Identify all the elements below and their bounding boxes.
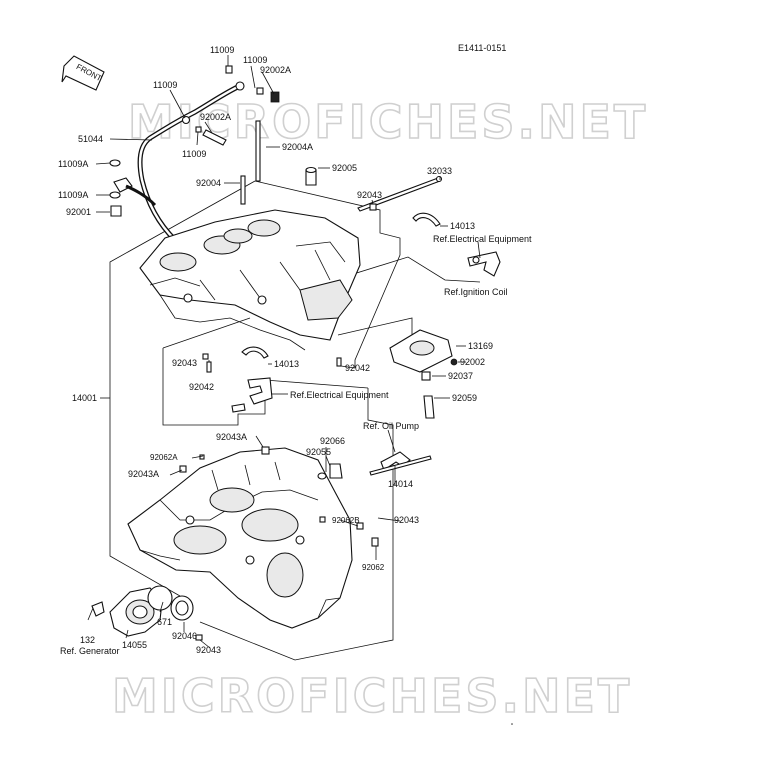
label-ref-oil-pump: Ref. Oil Pump: [363, 421, 419, 431]
leader-lines: [87, 55, 481, 649]
label-92043-right: 92043: [394, 515, 419, 525]
label-14001: 14001: [72, 393, 97, 403]
speck: [511, 723, 513, 725]
label-ref-electrical-mid: Ref.Electrical Equipment: [290, 390, 389, 400]
label-11009-c: 11009: [153, 80, 177, 90]
label-92046: 92046: [172, 631, 197, 641]
label-92042-left: 92042: [189, 382, 214, 392]
label-92043A-top: 92043A: [216, 432, 247, 442]
label-ref-electrical-top: Ref.Electrical Equipment: [433, 234, 532, 244]
label-92043-bottom: 92043: [196, 645, 221, 655]
label-32033: 32033: [427, 166, 452, 176]
mid-hardware: [202, 346, 342, 413]
label-11009-d: 11009: [182, 149, 206, 159]
label-92001: 92001: [66, 207, 91, 217]
label-14013-mid: 14013: [274, 359, 299, 369]
lower-hardware: [179, 446, 432, 641]
label-51044: 51044: [78, 134, 103, 144]
label-ref-ignition-coil: Ref.Ignition Coil: [444, 287, 508, 297]
label-11009A-b: 11009A: [58, 190, 88, 200]
ignition-coil-bracket: [467, 251, 501, 277]
label-671: 671: [157, 617, 172, 627]
label-92004: 92004: [196, 178, 221, 188]
label-92002: 92002: [460, 357, 485, 367]
lower-crankcase: [127, 447, 353, 629]
front-arrow: FRONT: [61, 55, 105, 91]
label-92037: 92037: [448, 371, 473, 381]
drawing-code: E1411-0151: [458, 43, 506, 53]
label-14013-top: 14013: [450, 221, 475, 231]
label-92062: 92062: [362, 563, 385, 572]
label-11009-b: 11009: [243, 55, 267, 65]
label-92059: 92059: [452, 393, 477, 403]
label-92042-right: 92042: [345, 363, 370, 373]
generator-housing-14055: [91, 585, 194, 637]
studs: [240, 120, 317, 205]
bolt-32033: [357, 175, 443, 212]
label-11009-a: 11009: [210, 45, 234, 55]
label-14055: 14055: [122, 640, 147, 650]
label-92004A: 92004A: [282, 142, 313, 152]
oil-hose-51044: [113, 81, 245, 242]
label-132: 132: [80, 635, 95, 645]
label-92043-mid: 92043: [172, 358, 197, 368]
clamp-14013-top: [412, 212, 441, 227]
dowel-92043-top: [369, 203, 377, 211]
label-92043-top: 92043: [357, 190, 382, 200]
part-labels: 11009 11009 92002A 11009 92002A 51044 11…: [58, 45, 532, 656]
label-11009A-a: 11009A: [58, 159, 88, 169]
label-92002A-b: 92002A: [200, 112, 231, 122]
hose-hardware: [109, 65, 280, 217]
label-92062A: 92062A: [150, 453, 178, 462]
breather-cover-13169: [389, 329, 458, 419]
watermark-bottom: MICROFICHES.NET: [112, 669, 632, 723]
label-92043A-left: 92043A: [128, 469, 159, 479]
label-14014: 14014: [388, 479, 413, 489]
label-ref-generator: Ref. Generator: [60, 646, 120, 656]
label-92066: 92066: [320, 436, 345, 446]
upper-crankcase: [139, 209, 361, 351]
label-92005: 92005: [332, 163, 357, 173]
label-13169: 13169: [468, 341, 493, 351]
label-92055: 92055: [306, 447, 331, 457]
label-92002A-a: 92002A: [260, 65, 291, 75]
label-92062B: 92062B: [332, 516, 360, 525]
